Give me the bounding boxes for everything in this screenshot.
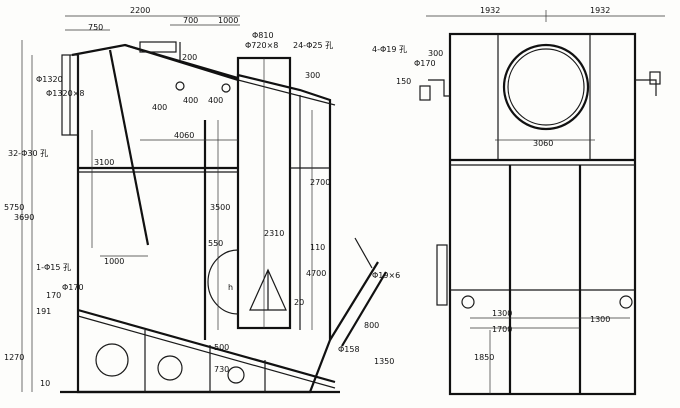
dim-4060: 4060 (174, 131, 194, 140)
side-view (21, 15, 387, 394)
dim-550: 550 (208, 239, 223, 248)
front-view-labels: 1932 1932 4-Φ19 孔 Φ170 300 150 3060 1300… (372, 6, 610, 362)
dim-3500: 3500 (210, 203, 230, 212)
dim-20: 20 (294, 298, 304, 307)
roof-line-2 (237, 79, 336, 106)
hopper-arc (207, 249, 239, 315)
dim-1850: 1850 (474, 353, 494, 362)
dim-400a: 400 (183, 96, 198, 105)
dim-200: 200 (182, 53, 197, 62)
dim-1932-left: 1932 (480, 6, 500, 15)
front-body-outline (448, 32, 637, 396)
dim-1320x8: Φ1320×8 (46, 89, 84, 98)
right-nozzle-flange (649, 71, 661, 85)
dim-1300-a: 1300 (492, 309, 512, 318)
top-nozzle (139, 41, 177, 53)
dim-1350: 1350 (374, 357, 394, 366)
dim-4700: 4700 (306, 269, 326, 278)
callout-holes-24: 24-Φ25 孔 (293, 41, 333, 50)
callout-d720x8: Φ720×8 (245, 41, 278, 50)
dim-1000: 1000 (104, 257, 124, 266)
right-nozzle (635, 79, 657, 96)
dim-750: 750 (88, 23, 103, 32)
callout-d170-front: Φ170 (414, 59, 436, 68)
bolt-hole-1 (175, 81, 185, 91)
dim-700: 700 (183, 16, 198, 25)
dim-300: 300 (305, 71, 320, 80)
handhole-1 (95, 343, 129, 377)
dim-170: 170 (46, 291, 61, 300)
dim-2700: 2700 (310, 178, 330, 187)
callout-hole-3: Φ158 (338, 345, 360, 354)
front-view (419, 10, 665, 396)
dim-150-front: 150 (396, 77, 411, 86)
large-opening (502, 43, 590, 131)
dim-3100: 3100 (94, 158, 114, 167)
dim-2200: 2200 (130, 6, 150, 15)
dim-h-mark: h (228, 283, 233, 292)
roof-line (124, 43, 239, 82)
dim-1000: 1000 (218, 16, 238, 25)
dim-400-vert: 400 (152, 103, 167, 112)
dim-300-front: 300 (428, 49, 443, 58)
side-hole-2 (619, 295, 633, 309)
side-ladder (436, 244, 448, 306)
dim-3690: 3690 (14, 213, 34, 222)
large-opening-inner (507, 48, 585, 126)
dim-3060: 3060 (533, 139, 553, 148)
dim-2310: 2310 (264, 229, 284, 238)
dim-1270: 1270 (4, 353, 24, 362)
baffle-plate (108, 49, 150, 246)
dim-730: 730 (214, 365, 229, 374)
left-nozzle (428, 79, 450, 97)
dim-191: 191 (36, 307, 51, 316)
handhole-2 (157, 355, 183, 381)
callout-d170-side: Φ170 (62, 283, 84, 292)
dim-1320: Φ1320 (36, 75, 63, 84)
dim-1300-b: 1300 (590, 315, 610, 324)
handhole-3 (227, 366, 245, 384)
outlet-pipe-2 (341, 271, 387, 347)
dim-500: 500 (214, 343, 229, 352)
left-nozzle-flange (419, 85, 431, 101)
side-view-labels: 2200 700 1000 750 Φ810 Φ720×8 24-Φ25 孔 3… (4, 6, 400, 388)
side-hole-1 (461, 295, 475, 309)
outlet-pipe-top (354, 237, 373, 269)
dim-400b: 400 (208, 96, 223, 105)
callout-hole-1: 1-Φ15 孔 (36, 263, 71, 272)
outlet-pipe (329, 261, 379, 341)
dim-10: 10 (40, 379, 50, 388)
sloped-floor-2 (77, 315, 336, 389)
bolt-hole-2 (221, 83, 231, 93)
side-body-outline (71, 43, 332, 394)
callout-holes-32: 32-Φ30 孔 (8, 149, 48, 158)
sloped-floor (77, 308, 336, 384)
dim-1932-right: 1932 (590, 6, 610, 15)
dim-5750: 5750 (4, 203, 24, 212)
callout-hole-2: Φ19×6 (372, 271, 400, 280)
callout-d810: Φ810 (252, 31, 274, 40)
dim-110: 110 (310, 243, 325, 252)
dim-1700: 1700 (492, 325, 512, 334)
dim-800: 800 (364, 321, 379, 330)
callout-holes-4: 4-Φ19 孔 (372, 45, 407, 54)
